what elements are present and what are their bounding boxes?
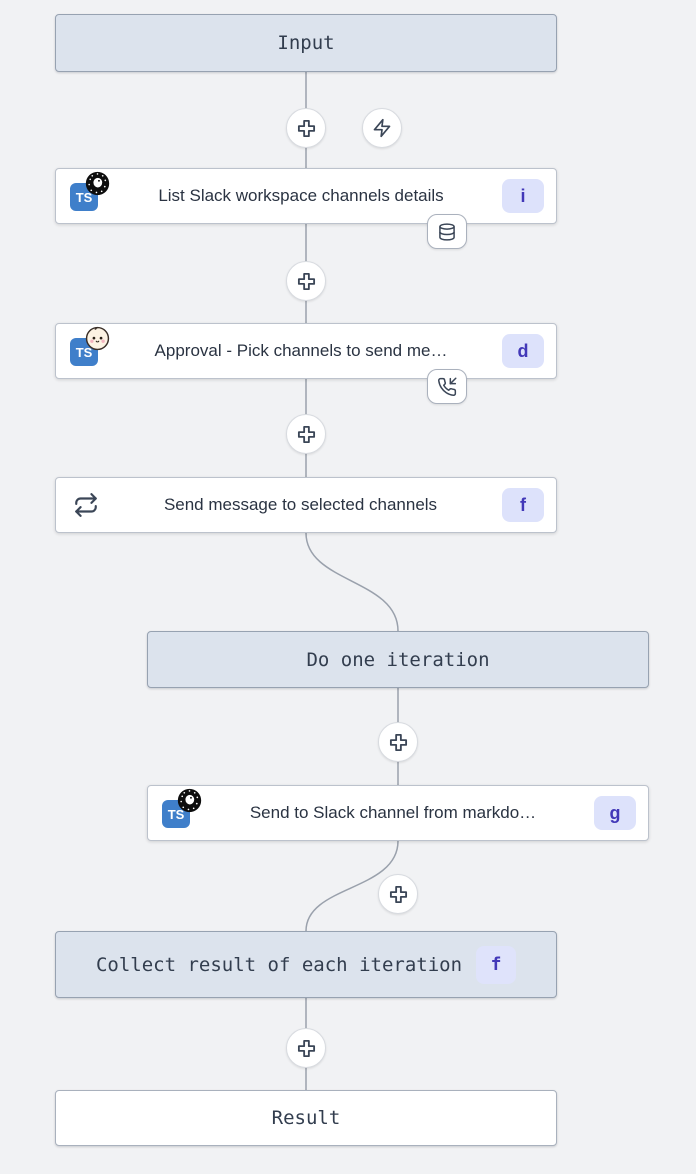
deno-icon bbox=[177, 788, 202, 813]
insert-step-button[interactable] bbox=[286, 261, 326, 301]
plus-icon bbox=[297, 1039, 315, 1057]
step-node-forloop[interactable]: Send message to selected channels f bbox=[55, 477, 557, 533]
suspend-approval-badge[interactable] bbox=[427, 369, 467, 404]
database-icon bbox=[439, 222, 455, 241]
input-node[interactable]: Input bbox=[55, 14, 557, 72]
insert-step-button[interactable] bbox=[286, 414, 326, 454]
insert-step-button[interactable] bbox=[286, 1028, 326, 1068]
step-id-badge: d bbox=[502, 334, 544, 368]
step-id-badge: i bbox=[502, 179, 544, 213]
plus-icon bbox=[297, 272, 315, 290]
collect-result-node[interactable]: Collect result of each iteration f bbox=[55, 931, 557, 998]
add-trigger-button[interactable] bbox=[362, 108, 402, 148]
plus-icon bbox=[297, 119, 315, 137]
step-title: Send message to selected channels bbox=[163, 495, 438, 514]
zap-icon bbox=[373, 118, 391, 138]
step-title: List Slack workspace channels details bbox=[158, 186, 444, 205]
step-language-icon-wrap: TS bbox=[70, 171, 110, 211]
plus-icon bbox=[389, 885, 407, 903]
step-id-badge: f bbox=[502, 488, 544, 522]
insert-step-button[interactable] bbox=[286, 108, 326, 148]
database-badge[interactable] bbox=[427, 214, 467, 249]
do-one-iteration-node[interactable]: Do one iteration bbox=[147, 631, 649, 688]
plus-icon bbox=[389, 733, 407, 751]
plus-icon bbox=[297, 425, 315, 443]
bun-icon bbox=[85, 326, 110, 351]
step-node-send-markdown[interactable]: TS Send to Slack channel from markdo… g bbox=[147, 785, 649, 841]
do-one-iteration-label: Do one iteration bbox=[306, 648, 490, 671]
insert-step-button[interactable] bbox=[378, 722, 418, 762]
insert-step-button[interactable] bbox=[378, 874, 418, 914]
collect-result-label: Collect result of each iteration bbox=[95, 953, 463, 976]
step-language-icon-wrap: TS bbox=[162, 788, 202, 828]
result-node-label: Result bbox=[271, 1107, 341, 1129]
deno-icon bbox=[85, 171, 110, 196]
input-node-label: Input bbox=[277, 32, 335, 54]
step-node-approval[interactable]: TS Approval - Pick channels to send me… … bbox=[55, 323, 557, 379]
step-id-badge: g bbox=[594, 796, 636, 830]
step-id-badge: f bbox=[476, 945, 517, 984]
repeat-icon bbox=[73, 492, 99, 518]
step-title: Send to Slack channel from markdo… bbox=[249, 803, 537, 822]
step-language-icon-wrap: TS bbox=[70, 326, 110, 366]
step-node-list-channels[interactable]: TS List Slack workspace channels details… bbox=[55, 168, 557, 224]
result-node[interactable]: Result bbox=[55, 1090, 557, 1146]
phone-incoming-icon bbox=[438, 377, 457, 396]
step-title: Approval - Pick channels to send me… bbox=[154, 341, 448, 360]
